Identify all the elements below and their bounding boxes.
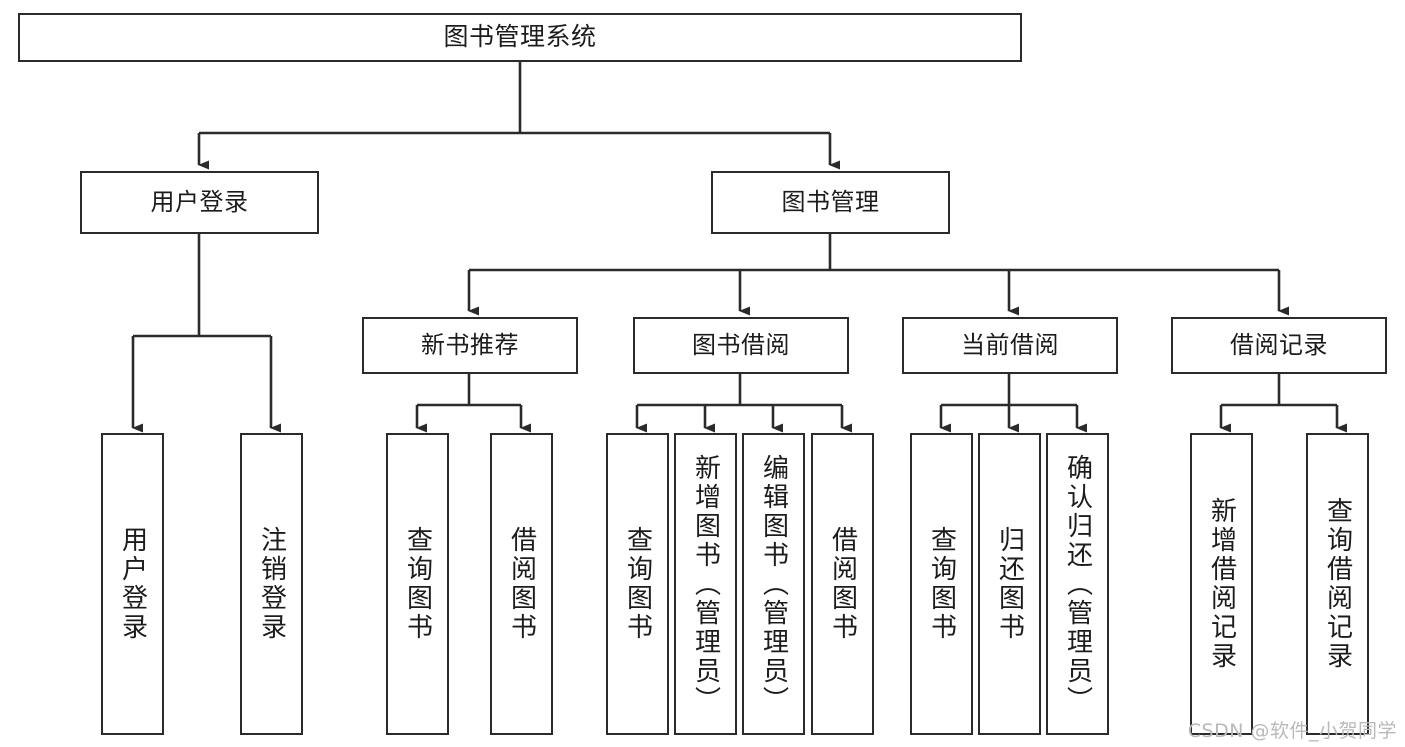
node-user-login-label: 用户登录 — [150, 187, 249, 216]
leaf-nb-query-book-label: 查询图书 — [402, 526, 433, 642]
leaf-nb-borrow-book[interactable]: 借阅图书 — [490, 433, 553, 735]
node-borrow-record[interactable]: 借阅记录 — [1171, 317, 1387, 374]
leaf-cb-query-book[interactable]: 查询图书 — [910, 433, 973, 735]
leaf-bb-add-book-admin[interactable]: 新增图书（管理员） — [674, 433, 737, 735]
leaf-br-query-record-label: 查询借阅记录 — [1322, 497, 1353, 671]
node-book-borrow[interactable]: 图书借阅 — [633, 317, 849, 374]
node-new-book-recommend-label: 新书推荐 — [421, 330, 519, 359]
node-user-login[interactable]: 用户登录 — [80, 171, 319, 234]
leaf-cb-return-book-label: 归还图书 — [994, 526, 1025, 642]
leaf-br-add-record-label: 新增借阅记录 — [1206, 497, 1237, 671]
leaf-user-login[interactable]: 用户登录 — [101, 433, 164, 735]
leaf-cb-return-book[interactable]: 归还图书 — [978, 433, 1041, 735]
node-new-book-recommend[interactable]: 新书推荐 — [362, 317, 578, 374]
csdn-watermark: CSDN @软件_小贺同学 — [1187, 720, 1397, 742]
leaf-cb-query-book-label: 查询图书 — [926, 526, 957, 642]
node-root-system[interactable]: 图书管理系统 — [18, 13, 1022, 62]
leaf-logout[interactable]: 注销登录 — [240, 433, 303, 735]
leaf-bb-edit-book-admin-label: 编辑图书（管理员） — [758, 453, 789, 715]
node-borrow-record-label: 借阅记录 — [1230, 330, 1328, 359]
leaf-logout-label: 注销登录 — [256, 526, 287, 642]
leaf-user-login-label: 用户登录 — [117, 526, 148, 642]
leaf-bb-borrow-book-label: 借阅图书 — [827, 526, 858, 642]
leaf-bb-query-book[interactable]: 查询图书 — [606, 433, 669, 735]
node-book-borrow-label: 图书借阅 — [692, 330, 790, 359]
leaf-br-query-record[interactable]: 查询借阅记录 — [1306, 433, 1369, 735]
node-book-manage-label: 图书管理 — [781, 187, 880, 216]
leaf-bb-query-book-label: 查询图书 — [622, 526, 653, 642]
leaf-cb-confirm-return-admin-label: 确认归还（管理员） — [1062, 453, 1093, 715]
leaf-nb-borrow-book-label: 借阅图书 — [506, 526, 537, 642]
leaf-nb-query-book[interactable]: 查询图书 — [386, 433, 449, 735]
node-root-system-label: 图书管理系统 — [443, 22, 597, 52]
leaf-bb-add-book-admin-label: 新增图书（管理员） — [690, 453, 721, 715]
leaf-bb-edit-book-admin[interactable]: 编辑图书（管理员） — [742, 433, 805, 735]
node-book-manage[interactable]: 图书管理 — [711, 171, 950, 234]
leaf-bb-borrow-book[interactable]: 借阅图书 — [811, 433, 874, 735]
node-current-borrow-label: 当前借阅 — [961, 330, 1059, 359]
leaf-br-add-record[interactable]: 新增借阅记录 — [1190, 433, 1253, 735]
node-current-borrow[interactable]: 当前借阅 — [902, 317, 1118, 374]
leaf-cb-confirm-return-admin[interactable]: 确认归还（管理员） — [1046, 433, 1109, 735]
